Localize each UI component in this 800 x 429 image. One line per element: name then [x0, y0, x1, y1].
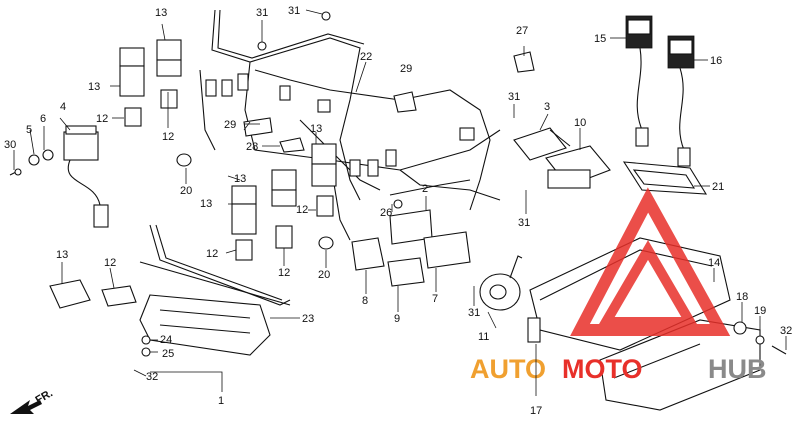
callout-5: 5	[26, 124, 32, 136]
relay-group-center	[231, 143, 337, 261]
callout-19: 19	[754, 305, 766, 317]
watermark-text: AUTO MOTO HUB	[470, 354, 767, 384]
callout-13: 13	[200, 198, 212, 210]
callout-6: 6	[40, 113, 46, 125]
callout-31: 31	[288, 5, 300, 17]
callout-12: 12	[278, 267, 290, 279]
callout-22: 22	[360, 51, 372, 63]
callout-25: 25	[162, 348, 174, 360]
callout-31: 31	[256, 7, 268, 19]
callout-20: 20	[180, 185, 192, 197]
callout-31: 31	[518, 217, 530, 229]
callout-13: 13	[310, 123, 322, 135]
callout-13: 13	[56, 249, 68, 261]
callout-29: 29	[224, 119, 236, 131]
control-units	[351, 127, 611, 287]
relay-group-lower-left	[49, 279, 137, 309]
callout-12: 12	[96, 113, 108, 125]
front-direction-marker: FR.	[10, 387, 55, 414]
relay-group-upper-left	[119, 39, 182, 127]
callout-12: 12	[104, 257, 116, 269]
watermark-text-hub: HUB	[708, 354, 767, 384]
callout-29: 29	[400, 63, 412, 75]
connector-pair-right	[625, 15, 695, 167]
callout-12: 12	[206, 248, 218, 260]
callout-32: 32	[146, 371, 158, 383]
callout-26: 26	[380, 207, 392, 219]
callout-10: 10	[574, 117, 586, 129]
callout-28: 28	[246, 141, 258, 153]
callout-7: 7	[432, 293, 438, 305]
watermark-logo	[570, 187, 731, 336]
bracket	[139, 224, 291, 306]
callout-4: 4	[60, 101, 66, 113]
fuse-box-cover	[139, 294, 271, 357]
bracket-tray	[622, 161, 708, 195]
callout-labels: 13 13 12 12 31 31 22 29 29 28 13 20 13 1…	[4, 5, 792, 417]
callout-8: 8	[362, 295, 368, 307]
callout-21: 21	[712, 181, 724, 193]
grommets-clips	[176, 11, 535, 250]
callout-12: 12	[296, 204, 308, 216]
horn	[479, 255, 523, 311]
leader-lines	[13, 9, 787, 396]
callout-3: 3	[544, 101, 550, 113]
watermark-text-auto: AUTO	[470, 354, 546, 384]
callout-17: 17	[530, 405, 542, 417]
callout-12: 12	[162, 131, 174, 143]
callout-31: 31	[508, 91, 520, 103]
callout-20: 20	[318, 269, 330, 281]
callout-13: 13	[88, 81, 100, 93]
callout-2: 2	[422, 183, 428, 195]
watermark-triangle-inner	[597, 240, 699, 327]
bolts-left	[9, 149, 54, 176]
callout-27: 27	[516, 25, 528, 37]
front-arrow-icon	[10, 400, 42, 414]
callout-30: 30	[4, 139, 16, 151]
callout-9: 9	[394, 313, 400, 325]
starter-relay	[63, 125, 109, 228]
callout-11: 11	[478, 331, 489, 343]
callout-14: 14	[708, 257, 720, 269]
callout-13: 13	[234, 173, 246, 185]
callout-32: 32	[780, 325, 792, 337]
callout-1: 1	[218, 395, 224, 407]
callout-13: 13	[155, 7, 167, 19]
callout-18: 18	[736, 291, 748, 303]
callout-31: 31	[468, 307, 480, 319]
watermark-text-moto: MOTO	[562, 354, 643, 384]
callout-24: 24	[160, 334, 172, 346]
watermark-triangle-outer	[570, 187, 731, 336]
wire-harness	[199, 9, 501, 241]
callout-16: 16	[710, 55, 722, 67]
callout-23: 23	[302, 313, 314, 325]
callout-15: 15	[594, 33, 606, 45]
front-label: FR.	[34, 387, 55, 406]
